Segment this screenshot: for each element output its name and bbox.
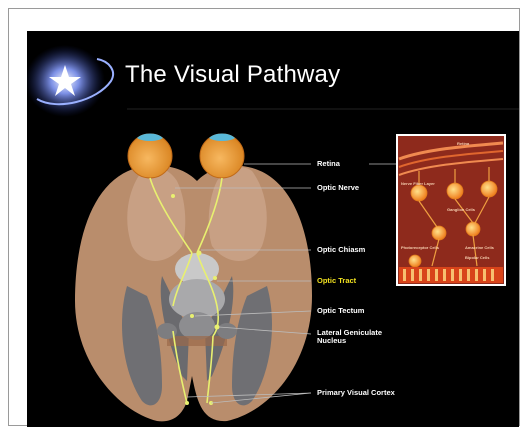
- left-eye: [128, 134, 172, 179]
- slide-title: The Visual Pathway: [125, 61, 340, 89]
- inset-label-bipolar-cells: Bipolar Cells: [465, 255, 489, 260]
- label-retina: Retina: [317, 160, 340, 168]
- label-optic-nerve: Optic Nerve: [317, 184, 359, 192]
- label-primary-visual-cortex: Primary Visual Cortex: [317, 389, 395, 397]
- brain: [75, 166, 312, 422]
- slide-frame: The Visual Pathway Retina Optic Nerve Op…: [8, 8, 520, 426]
- inset-label-amacrine-cells: Amacrine Cells: [465, 245, 494, 250]
- inset-label-ganglion-cells: Ganglion Cells: [447, 207, 475, 212]
- inset-label-nerve-fiber-layer: Nerve Fiber Layer: [401, 181, 435, 186]
- label-lateral-geniculate-nucleus: Lateral Geniculate Nucleus: [317, 329, 382, 345]
- label-optic-chiasm: Optic Chiasm: [317, 246, 365, 254]
- right-eye: [200, 134, 244, 179]
- inset-label-retina: Retina: [457, 141, 469, 146]
- slide: The Visual Pathway Retina Optic Nerve Op…: [27, 31, 519, 427]
- label-optic-tract: Optic Tract: [317, 277, 356, 285]
- label-lgn-line2: Nucleus: [317, 337, 382, 345]
- label-optic-tectum: Optic Tectum: [317, 307, 364, 315]
- logo-icon: [27, 45, 113, 117]
- visual-pathway-diagram: [27, 31, 519, 427]
- inset-label-photoreceptor-cells: Photoreceptor Cells: [401, 245, 439, 250]
